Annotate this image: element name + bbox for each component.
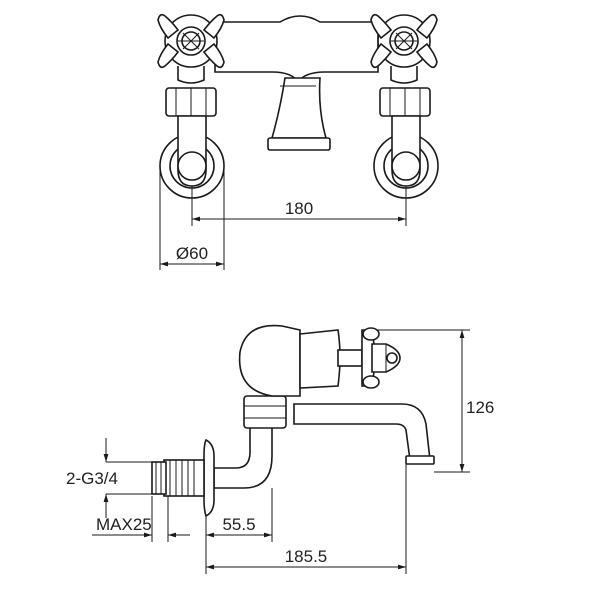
valve-bonnet-side: [299, 329, 341, 389]
dim-label-180: 180: [285, 199, 313, 218]
valve-body-side: [238, 324, 301, 397]
dimension-flange-diameter: Ø60: [159, 166, 225, 270]
spout-pipe-side: [293, 403, 431, 461]
left-wall-flange: [159, 115, 225, 199]
left-cross-handle: [157, 13, 225, 84]
front-view: 180 Ø60: [157, 13, 439, 270]
right-cross-handle: [370, 13, 438, 84]
side-wall-flange: [203, 438, 215, 518]
left-hex-nut: [165, 87, 217, 117]
valve-stem-side: [337, 349, 363, 367]
dimension-wall-offset: 55.5: [205, 488, 273, 574]
threaded-connector: [151, 459, 205, 497]
spout-tip-side: [405, 455, 435, 465]
dim-label-185-5: 185.5: [285, 547, 328, 566]
dim-label-thread: 2-G3/4: [66, 469, 118, 488]
dimension-max-length: MAX25: [92, 496, 190, 542]
faucet-body-top: [214, 15, 379, 84]
dimension-height: 126: [376, 329, 494, 473]
spout-neck-front: [270, 77, 328, 139]
spout-ring-front: [267, 137, 331, 151]
dimension-thread: 2-G3/4: [66, 438, 152, 518]
side-hex-nut: [243, 395, 287, 429]
dim-label-126: 126: [466, 398, 494, 417]
dimension-total-projection: 185.5: [206, 464, 407, 574]
side-cross-handle: [361, 327, 401, 389]
side-view: 126 2-G3/4 MAX25 55.5: [66, 324, 494, 574]
dim-label-max25: MAX25: [96, 515, 152, 534]
right-hex-nut: [379, 87, 431, 117]
dim-label-55-5: 55.5: [222, 515, 255, 534]
dim-label-diameter: Ø60: [176, 244, 208, 263]
dimension-center-distance: 180: [191, 186, 407, 226]
right-wall-flange: [373, 115, 439, 199]
